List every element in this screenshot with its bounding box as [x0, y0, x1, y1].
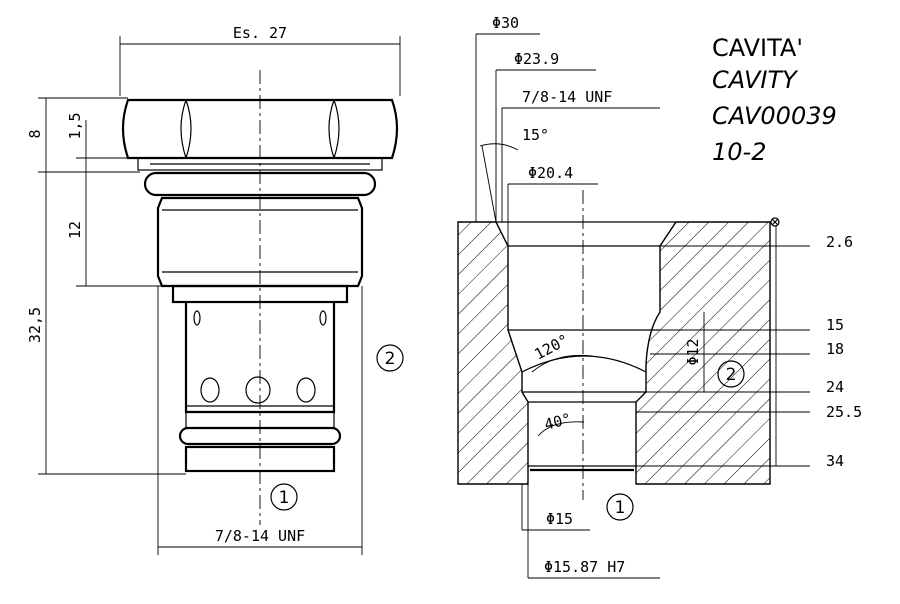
angle15-label: 15°: [522, 126, 549, 144]
cavity-port-1-marker: [606, 493, 634, 521]
cavity-code: CAV00039: [712, 102, 837, 130]
cavity-port-1-label: 1: [615, 498, 626, 518]
dim-8-label: 8: [26, 129, 44, 138]
d1587-label: Φ15.87 H7: [544, 558, 625, 576]
hex-width-label: Es. 27: [233, 24, 287, 42]
dim-1-5-label: 1,5: [66, 112, 84, 139]
dim-12-label: 12: [66, 221, 84, 239]
cavity-port-2-label: 2: [726, 365, 737, 385]
depth-25-5: 25.5: [826, 403, 862, 421]
block-section-right: [635, 221, 771, 485]
port-2-marker: [376, 344, 404, 372]
d12-label: Φ12: [684, 338, 702, 365]
cavity-port-2-marker: [717, 360, 745, 388]
d204-label: Φ20.4: [528, 164, 573, 182]
depth-15: 15: [826, 316, 844, 334]
dim-32-5-label: 32,5: [26, 307, 44, 343]
depth-24: 24: [826, 378, 844, 396]
angle40-arc: [537, 421, 585, 437]
cavity-view: CAVITA' CAVITY CAV00039 10-2 Φ30 Φ23.9 7…: [457, 14, 862, 579]
angle120-label: 120°: [531, 331, 571, 364]
port-1-marker: [270, 483, 298, 511]
reference-symbol: [770, 217, 780, 227]
port-1-label: 1: [279, 488, 290, 508]
depth-18: 18: [826, 340, 844, 358]
cavity-size: 10-2: [712, 138, 766, 166]
hex-nut: [121, 98, 399, 160]
d15-label: Φ15: [546, 510, 573, 528]
d30-label: Φ30: [492, 14, 519, 32]
depth-2-6: 2.6: [826, 233, 853, 251]
port-2-label: 2: [385, 349, 396, 369]
depth-34: 34: [826, 452, 844, 470]
title-english: CAVITY: [712, 66, 799, 94]
cavity-thread-label: 7/8-14 UNF: [522, 88, 612, 106]
thread-label: 7/8-14 UNF: [215, 527, 305, 545]
cartridge-view: Es. 27 8 1,5 12 32,5 7/8-14 UNF 1 2: [26, 24, 404, 555]
angle120-arc: [531, 354, 593, 373]
d239-label: Φ23.9: [514, 50, 559, 68]
block-section-left: [457, 221, 529, 485]
angle40-label: 40°: [542, 409, 573, 433]
angle15-arc: [479, 143, 519, 151]
title-italian: CAVITA': [712, 34, 803, 62]
